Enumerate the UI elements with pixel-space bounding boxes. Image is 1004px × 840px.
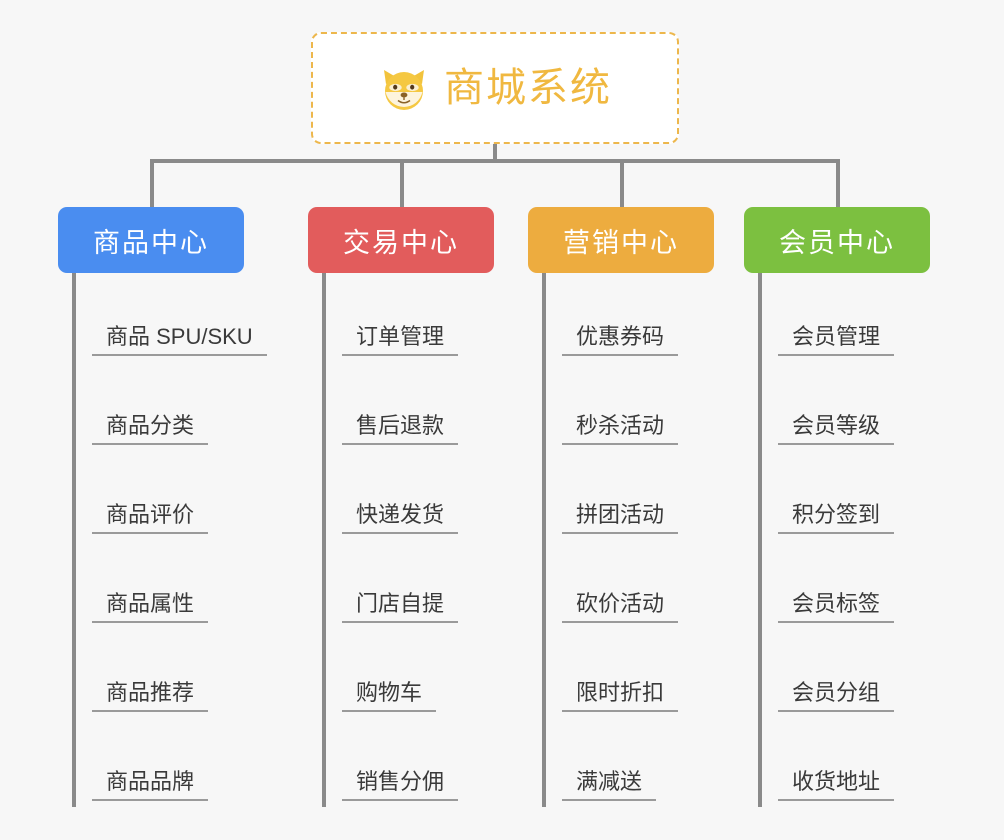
list-item[interactable]: 商品分类 — [92, 362, 278, 451]
list-item[interactable]: 商品 SPU/SKU — [92, 273, 278, 362]
list-item[interactable]: 拼团活动 — [562, 451, 748, 540]
list-item-label: 购物车 — [342, 680, 437, 712]
branch-items-member-center: 会员管理 会员等级 积分签到 会员标签 会员分组 收货地址 — [758, 273, 964, 807]
list-item-label: 满减送 — [562, 769, 657, 801]
branch-trade-center: 交易中心 订单管理 售后退款 快递发货 门店自提 购物车 销售分佣 — [308, 207, 528, 807]
connector-drop-1 — [150, 159, 154, 207]
list-item-label: 商品分类 — [92, 413, 209, 445]
list-item-label: 快递发货 — [342, 502, 459, 534]
connector-drop-2 — [400, 159, 404, 207]
connector-root-stem — [493, 144, 497, 162]
list-item-label: 会员等级 — [778, 413, 895, 445]
list-item-label: 销售分佣 — [342, 769, 459, 801]
list-item-label: 门店自提 — [342, 591, 459, 623]
shiba-dog-face-icon — [378, 64, 430, 112]
list-item[interactable]: 售后退款 — [342, 362, 528, 451]
list-item[interactable]: 商品属性 — [92, 540, 278, 629]
list-item-label: 会员分组 — [778, 680, 895, 712]
branch-marketing-center: 营销中心 优惠券码 秒杀活动 拼团活动 砍价活动 限时折扣 满减送 — [528, 207, 748, 807]
list-item-label: 商品 SPU/SKU — [92, 324, 267, 356]
branch-items-product-center: 商品 SPU/SKU 商品分类 商品评价 商品属性 商品推荐 商品品牌 — [72, 273, 278, 807]
list-item[interactable]: 会员管理 — [778, 273, 964, 362]
list-item-label: 秒杀活动 — [562, 413, 679, 445]
list-item[interactable]: 门店自提 — [342, 540, 528, 629]
list-item-label: 售后退款 — [342, 413, 459, 445]
branch-product-center: 商品中心 商品 SPU/SKU 商品分类 商品评价 商品属性 商品推荐 商品品牌 — [58, 207, 278, 807]
list-item-label: 商品推荐 — [92, 680, 209, 712]
connector-horizontal-bus — [150, 159, 840, 163]
list-item[interactable]: 会员标签 — [778, 540, 964, 629]
branch-header-marketing-center[interactable]: 营销中心 — [528, 207, 714, 273]
list-item[interactable]: 优惠券码 — [562, 273, 748, 362]
list-item[interactable]: 会员等级 — [778, 362, 964, 451]
list-item[interactable]: 收货地址 — [778, 718, 964, 807]
list-item-label: 拼团活动 — [562, 502, 679, 534]
connector-drop-4 — [836, 159, 840, 207]
list-item[interactable]: 限时折扣 — [562, 629, 748, 718]
list-item-label: 会员标签 — [778, 591, 895, 623]
list-item[interactable]: 秒杀活动 — [562, 362, 748, 451]
branch-header-label: 商品中心 — [93, 227, 209, 258]
list-item[interactable]: 订单管理 — [342, 273, 528, 362]
branch-header-label: 会员中心 — [779, 227, 895, 258]
branch-header-product-center[interactable]: 商品中心 — [58, 207, 244, 273]
list-item-label: 砍价活动 — [562, 591, 679, 623]
branch-header-trade-center[interactable]: 交易中心 — [308, 207, 494, 273]
list-item-label: 商品品牌 — [92, 769, 209, 801]
branch-header-member-center[interactable]: 会员中心 — [744, 207, 930, 273]
list-item-label: 收货地址 — [778, 769, 895, 801]
list-item[interactable]: 满减送 — [562, 718, 748, 807]
list-item[interactable]: 销售分佣 — [342, 718, 528, 807]
list-item-label: 限时折扣 — [562, 680, 679, 712]
list-item-label: 会员管理 — [778, 324, 895, 356]
list-item-label: 优惠券码 — [562, 324, 679, 356]
list-item[interactable]: 会员分组 — [778, 629, 964, 718]
branch-items-marketing-center: 优惠券码 秒杀活动 拼团活动 砍价活动 限时折扣 满减送 — [542, 273, 748, 807]
list-item-label: 订单管理 — [342, 324, 459, 356]
list-item-label: 商品评价 — [92, 502, 209, 534]
root-node[interactable]: 商城系统 — [311, 32, 679, 144]
list-item[interactable]: 购物车 — [342, 629, 528, 718]
list-item[interactable]: 积分签到 — [778, 451, 964, 540]
list-item[interactable]: 商品推荐 — [92, 629, 278, 718]
list-item-label: 商品属性 — [92, 591, 209, 623]
branch-items-trade-center: 订单管理 售后退款 快递发货 门店自提 购物车 销售分佣 — [322, 273, 528, 807]
root-title: 商城系统 — [444, 66, 612, 110]
connector-drop-3 — [620, 159, 624, 207]
list-item-label: 积分签到 — [778, 502, 895, 534]
list-item[interactable]: 快递发货 — [342, 451, 528, 540]
list-item[interactable]: 商品评价 — [92, 451, 278, 540]
branch-header-label: 交易中心 — [343, 227, 459, 258]
list-item[interactable]: 商品品牌 — [92, 718, 278, 807]
branch-member-center: 会员中心 会员管理 会员等级 积分签到 会员标签 会员分组 收货地址 — [744, 207, 964, 807]
list-item[interactable]: 砍价活动 — [562, 540, 748, 629]
branch-header-label: 营销中心 — [563, 227, 679, 258]
